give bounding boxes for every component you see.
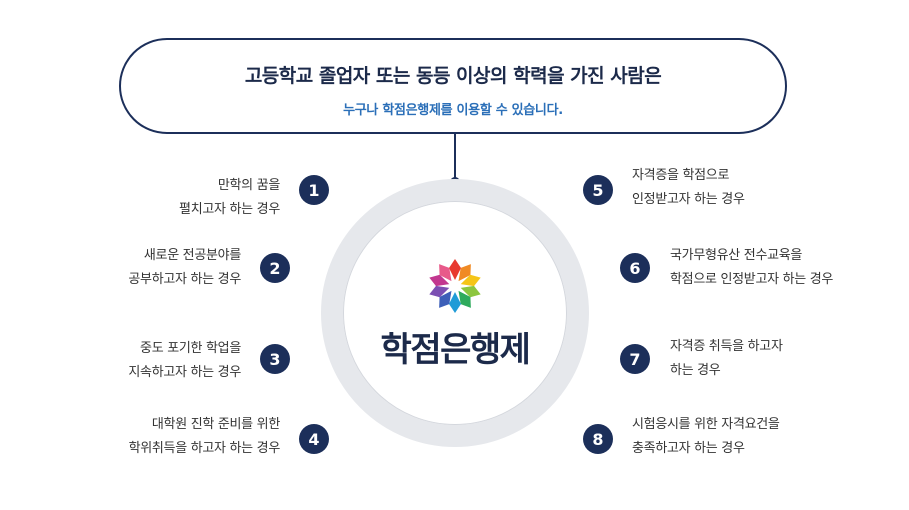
item-8-line1: 시험응시를 위한 자격요건을 [632,417,780,432]
item-3-line2: 지속하고자 하는 경우 [128,365,241,380]
logo-petal [449,292,461,313]
item-1-badge: 1 [299,175,329,205]
item-5-text: 자격증을 학점으로 인정받고자 하는 경우 [632,164,745,212]
item-5-line1: 자격증을 학점으로 [632,168,730,183]
item-7-badge: 7 [620,344,650,374]
item-7-text: 자격증 취득을 하고자 하는 경우 [670,335,783,383]
item-1-text: 만학의 꿈을 펼치고자 하는 경우 [179,174,280,222]
item-1-line2: 펼치고자 하는 경우 [179,202,280,217]
item-4-line2: 학위취득을 하고자 하는 경우 [128,441,281,456]
item-6-text: 국가무형유산 전수교육을 학점으로 인정받고자 하는 경우 [670,244,833,292]
header-banner: 고등학교 졸업자 또는 동등 이상의 학력을 가진 사람은 누구나 학점은행제를… [119,38,787,134]
flower-logo-icon [429,259,481,313]
logo-petal [458,264,471,282]
logo-petal [449,259,461,280]
logo-petal [460,274,481,287]
item-8-badge: 8 [583,424,613,454]
item-2-line2: 공부하고자 하는 경우 [128,272,241,287]
item-3-badge: 3 [260,344,290,374]
item-1-line1: 만학의 꿈을 [217,178,280,193]
item-2-line1: 새로운 전공분야를 [143,248,241,263]
item-2-text: 새로운 전공분야를 공부하고자 하는 경우 [128,244,241,292]
logo-petal [429,285,450,298]
item-7-line1: 자격증 취득을 하고자 [670,339,783,354]
item-3-line1: 중도 포기한 학업을 [140,341,241,356]
item-3-text: 중도 포기한 학업을 지속하고자 하는 경우 [128,337,241,385]
item-4-badge: 4 [299,424,329,454]
item-2-badge: 2 [260,253,290,283]
item-4-line1: 대학원 진학 준비를 위한 [151,417,280,432]
connector-line [454,133,456,181]
logo-petal [439,290,452,308]
item-5-badge: 5 [583,175,613,205]
brand-name: 학점은행제 [380,330,531,370]
item-8-text: 시험응시를 위한 자격요건을 충족하고자 하는 경우 [632,413,780,461]
logo-petal [429,274,450,287]
item-6-line1: 국가무형유산 전수교육을 [670,248,803,263]
logo-center [450,281,460,291]
logo-petal [460,285,481,298]
item-4-text: 대학원 진학 준비를 위한 학위취득을 하고자 하는 경우 [128,413,281,461]
logo-petal [439,264,452,282]
logo-petal [458,290,471,308]
item-6-line2: 학점으로 인정받고자 하는 경우 [670,272,834,287]
header-subtitle: 누구나 학점은행제를 이용할 수 있습니다. [343,103,563,118]
header-title: 고등학교 졸업자 또는 동등 이상의 학력을 가진 사람은 [244,65,662,87]
item-7-line2: 하는 경우 [670,363,721,378]
center-ring-inner [343,201,567,425]
item-6-badge: 6 [620,253,650,283]
item-8-line2: 충족하고자 하는 경우 [632,441,745,456]
item-5-line2: 인정받고자 하는 경우 [632,192,745,207]
